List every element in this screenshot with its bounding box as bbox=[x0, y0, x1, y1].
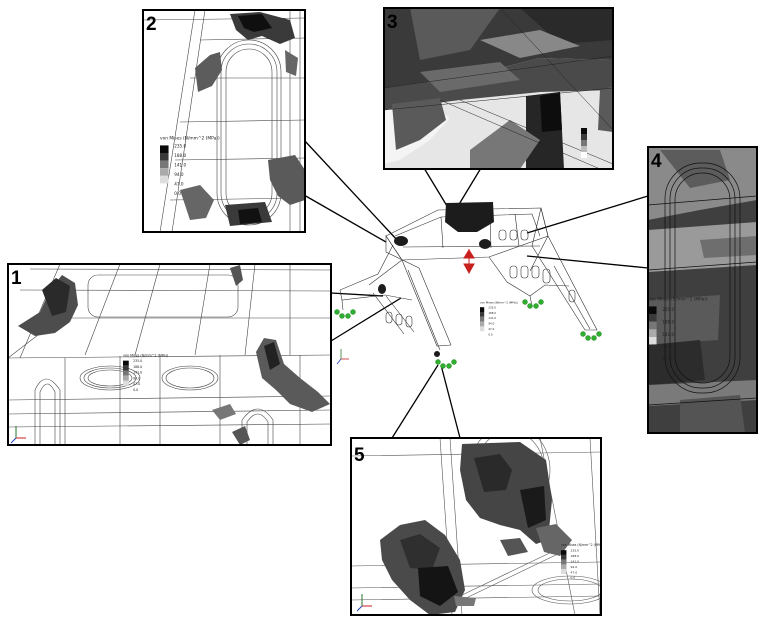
panel-4-legend: von Mises (N/mm^2 (MPa)) 235.0 188.0 141… bbox=[648, 297, 708, 362]
svg-text:von Mises (N/mm^2 (MPa)): von Mises (N/mm^2 (MPa)) bbox=[561, 543, 604, 547]
svg-text:188.0: 188.0 bbox=[662, 320, 674, 325]
svg-text:235.0: 235.0 bbox=[174, 143, 186, 148]
svg-text:141.0: 141.0 bbox=[488, 316, 496, 320]
panel-2-legend: von Mises (N/mm^2 (MPa)) 235.0 188.0 141… bbox=[160, 136, 220, 196]
svg-text:0.0: 0.0 bbox=[488, 332, 493, 336]
svg-text:94.0: 94.0 bbox=[133, 376, 140, 380]
svg-text:235.0: 235.0 bbox=[662, 307, 674, 312]
svg-text:47.0: 47.0 bbox=[662, 357, 672, 362]
detail-panel-5: von Mises (N/mm^2 (MPa)) 235.0 188.0 141… bbox=[350, 437, 604, 616]
svg-text:141.0: 141.0 bbox=[571, 559, 580, 563]
svg-text:141.0: 141.0 bbox=[133, 371, 142, 375]
svg-text:94.0: 94.0 bbox=[174, 172, 184, 177]
detail-panel-3: 3 bbox=[383, 7, 614, 170]
svg-text:188.0: 188.0 bbox=[571, 554, 580, 558]
panel-1-legend: von Mises (N/mm^2 (MPa)) 235.0 188.0 141… bbox=[123, 353, 168, 392]
callout-leader-lines bbox=[303, 139, 649, 439]
svg-text:0.0: 0.0 bbox=[571, 576, 576, 580]
svg-text:235.0: 235.0 bbox=[133, 359, 142, 363]
svg-text:von Mises (N/mm^2 (MPa)): von Mises (N/mm^2 (MPa)) bbox=[123, 353, 168, 357]
svg-text:47.0: 47.0 bbox=[571, 570, 578, 574]
svg-text:94.0: 94.0 bbox=[662, 344, 672, 349]
svg-text:47.0: 47.0 bbox=[488, 327, 494, 331]
stress-blobs-panel-5 bbox=[380, 442, 572, 615]
panel-label-3: 3 bbox=[387, 12, 398, 33]
svg-text:94.0: 94.0 bbox=[571, 565, 578, 569]
svg-text:188.0: 188.0 bbox=[488, 311, 496, 315]
central-truss-model bbox=[334, 202, 602, 369]
panel-label-1: 1 bbox=[11, 268, 22, 289]
svg-text:188.0: 188.0 bbox=[174, 153, 186, 158]
stress-blobs-panel-1 bbox=[18, 265, 330, 445]
central-stress-legend: von Mises (N/mm^2 (MPa)) 235.0 188.0 141… bbox=[480, 301, 518, 336]
panel-label-2: 2 bbox=[146, 14, 157, 35]
svg-text:94.0: 94.0 bbox=[488, 322, 494, 326]
detail-panel-1: von Mises (N/mm^2 (MPa)) 235.0 188.0 141… bbox=[7, 263, 332, 446]
panel-3-legend bbox=[581, 128, 587, 158]
stress-blobs-panel-3 bbox=[384, 8, 613, 169]
panel-label-5: 5 bbox=[354, 445, 365, 466]
svg-text:von Mises (N/mm^2 (MPa)): von Mises (N/mm^2 (MPa)) bbox=[648, 297, 708, 303]
svg-text:von Mises (N/mm^2 (MPa)): von Mises (N/mm^2 (MPa)) bbox=[160, 136, 220, 142]
svg-text:235.0: 235.0 bbox=[571, 549, 580, 553]
svg-text:von Mises (N/mm^2 (MPa)): von Mises (N/mm^2 (MPa)) bbox=[480, 301, 518, 305]
svg-text:141.0: 141.0 bbox=[662, 332, 674, 337]
svg-text:47.0: 47.0 bbox=[133, 382, 140, 386]
svg-text:0.0: 0.0 bbox=[174, 191, 181, 196]
svg-text:141.0: 141.0 bbox=[174, 162, 186, 167]
panel-5-legend: von Mises (N/mm^2 (MPa)) 235.0 188.0 141… bbox=[561, 543, 604, 580]
detail-panel-4: von Mises (N/mm^2 (MPa)) 235.0 188.0 141… bbox=[647, 146, 758, 434]
detail-panel-2: von Mises (N/mm^2 (MPa)) 235.0 188.0 141… bbox=[142, 9, 306, 233]
svg-text:235.0: 235.0 bbox=[488, 305, 496, 309]
svg-text:0.0: 0.0 bbox=[133, 388, 138, 392]
svg-text:188.0: 188.0 bbox=[133, 365, 142, 369]
stress-blobs-panel-2 bbox=[180, 12, 305, 226]
svg-text:47.0: 47.0 bbox=[174, 181, 184, 186]
panel-label-4: 4 bbox=[651, 151, 662, 172]
